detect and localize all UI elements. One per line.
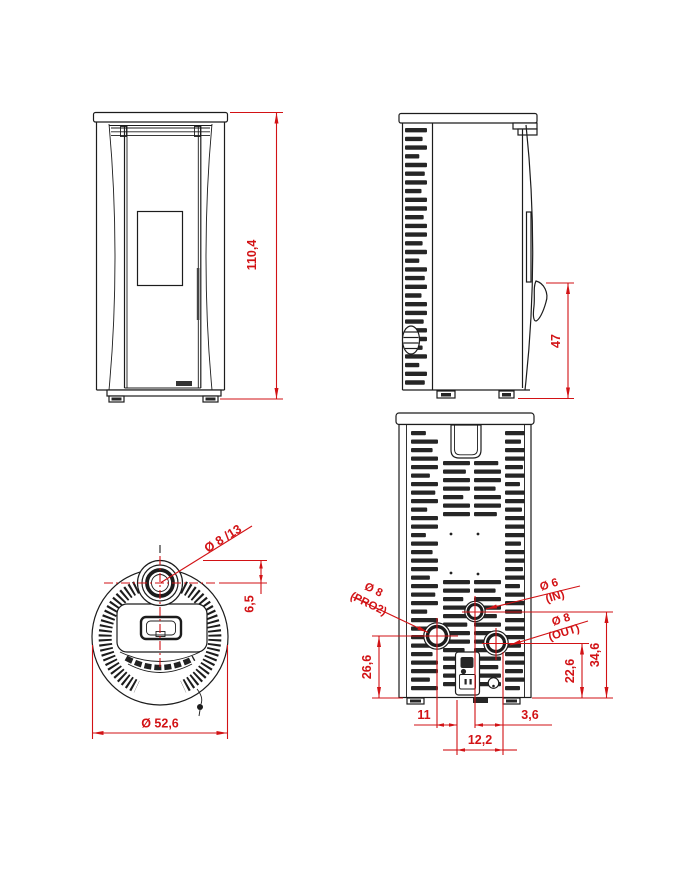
front-height-label: 110,4 xyxy=(245,240,259,271)
side-handle-height-label: 47 xyxy=(549,334,563,348)
side-front-curve xyxy=(524,124,534,391)
side-view: 47 xyxy=(398,112,574,400)
rear-left-offset-label: 11 xyxy=(417,708,430,722)
front-brand-badge xyxy=(176,381,192,386)
side-fan-vent xyxy=(401,325,421,355)
top-rear-grille xyxy=(124,655,196,671)
top-console-handle xyxy=(139,615,183,641)
side-top-step-1 xyxy=(512,122,538,130)
side-handle-height-dimension: 47 xyxy=(518,282,574,400)
rear-out-height-label: 22,6 xyxy=(563,659,577,683)
rear-center-foot xyxy=(473,698,488,703)
rear-electrical-box xyxy=(454,651,481,696)
rear-view: Ø 8 (PRO2) Ø 6 (IN) Ø 8 (OUT) 26,6 22,6 … xyxy=(348,412,613,755)
power-switch xyxy=(460,657,474,668)
front-view: 110,4 xyxy=(92,111,283,403)
front-left-trim-curve xyxy=(108,123,116,391)
top-flue-offset-label: 6,5 xyxy=(243,595,257,612)
front-height-dimension: 110,4 xyxy=(220,111,283,400)
side-top-plate xyxy=(398,112,538,124)
rear-plate-screws xyxy=(449,532,480,576)
fuse-holder xyxy=(460,668,467,675)
rear-pro2-height-label: 26,6 xyxy=(360,655,374,679)
top-right-grille xyxy=(180,581,222,693)
rear-handle-cutout xyxy=(450,424,482,459)
front-top-plate xyxy=(92,111,229,123)
rear-vent-slots xyxy=(411,431,525,691)
rear-thermostat-port xyxy=(487,677,500,689)
rear-in-height-label: 34,6 xyxy=(588,643,602,667)
rear-right-offset-label: 3,6 xyxy=(521,708,538,722)
front-louvers xyxy=(111,126,210,137)
rear-top-plate xyxy=(395,412,535,426)
front-door-handle-slot xyxy=(196,268,200,320)
front-door-window xyxy=(136,210,184,287)
top-left-grille xyxy=(98,581,140,693)
side-glass-slot xyxy=(525,211,532,283)
front-base-plinth xyxy=(106,389,222,397)
rear-in-dia-label: Ø 6 xyxy=(539,577,560,594)
top-diameter-label: Ø 52,6 xyxy=(141,717,179,731)
top-view: Ø 8 /13 6,5 Ø 52,6 xyxy=(91,522,267,739)
rear-out-dia-label: Ø 8 xyxy=(551,612,573,629)
rear-center-span-label: 12,2 xyxy=(468,733,492,747)
top-cable xyxy=(196,688,203,705)
side-door-handle xyxy=(532,280,548,322)
front-right-trim-curve xyxy=(205,123,213,391)
top-flue-offset-dimension: 6,5 xyxy=(203,559,267,613)
top-diameter-dimension: Ø 52,6 xyxy=(91,645,229,739)
top-flue-label: Ø 8 /13 xyxy=(202,522,244,556)
rear-in-name-label: (IN) xyxy=(544,589,566,606)
top-flue-dimension: Ø 8 /13 xyxy=(160,522,253,583)
